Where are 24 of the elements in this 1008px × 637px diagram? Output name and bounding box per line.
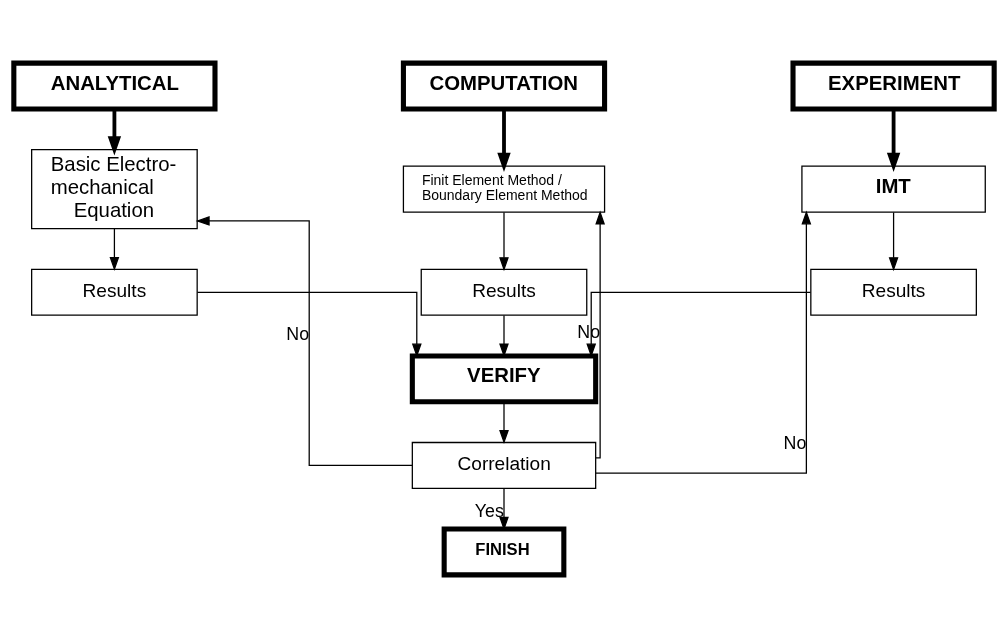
node-box: FINISH bbox=[441, 526, 567, 577]
arrow bbox=[109, 227, 120, 271]
node-box: ANALYTICAL bbox=[11, 60, 218, 111]
arrow bbox=[195, 215, 413, 466]
arrow bbox=[499, 314, 509, 357]
arrow bbox=[497, 108, 511, 172]
node-box: VERIFY bbox=[409, 352, 599, 404]
edge-label: No bbox=[783, 432, 807, 453]
edge-label: No bbox=[286, 323, 310, 344]
node-box: Results bbox=[31, 268, 198, 316]
node-box: Finit Element Method / Boundary Element Method bbox=[402, 165, 606, 213]
node-box: IMT bbox=[801, 165, 986, 213]
arrow bbox=[595, 209, 812, 474]
node-box: Results bbox=[420, 268, 588, 316]
arrow bbox=[888, 211, 899, 271]
node-box: Results bbox=[810, 268, 977, 316]
arrow bbox=[499, 211, 509, 271]
node-box: COMPUTATION bbox=[400, 60, 608, 111]
arrow bbox=[886, 108, 901, 172]
arrow bbox=[107, 108, 122, 155]
node-box: Basic Electro- mechanical Equation bbox=[31, 148, 198, 229]
node-box: EXPERIMENT bbox=[790, 60, 997, 111]
arrow bbox=[595, 210, 606, 458]
node-box: Correlation bbox=[411, 441, 597, 489]
